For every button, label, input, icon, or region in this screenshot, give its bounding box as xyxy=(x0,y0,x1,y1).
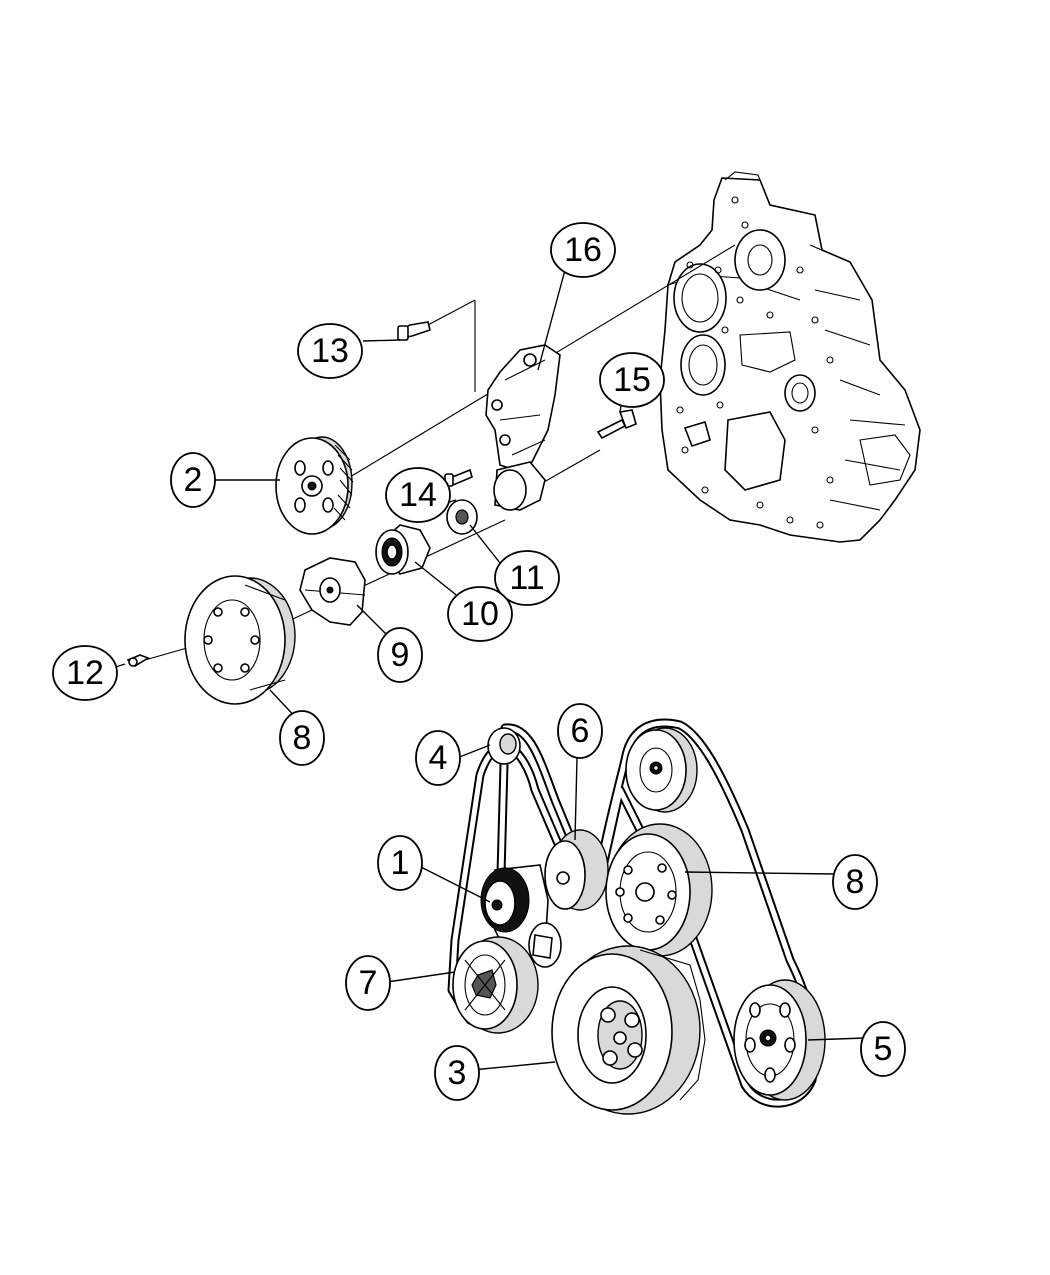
washer-11 xyxy=(446,499,478,535)
callout-1: 1 xyxy=(377,835,423,891)
callout-8-lower: 8 xyxy=(832,854,878,910)
bolt-13 xyxy=(397,321,431,341)
callout-11: 11 xyxy=(494,550,560,606)
callout-14: 14 xyxy=(385,467,451,523)
idler-spacer xyxy=(493,461,546,511)
callout-2-label: 2 xyxy=(184,461,203,499)
pulley-5 xyxy=(733,979,826,1101)
callout-5-label: 5 xyxy=(874,1030,893,1068)
callout-3-label: 3 xyxy=(448,1054,467,1092)
callout-8-upper-label: 8 xyxy=(293,719,312,757)
callout-13: 13 xyxy=(297,323,363,379)
callout-15: 15 xyxy=(599,352,665,408)
callout-16: 16 xyxy=(550,222,616,278)
tensioner-pulley-8 xyxy=(605,823,713,957)
callout-8-lower-label: 8 xyxy=(846,863,865,901)
callout-11-label: 11 xyxy=(509,559,544,597)
callout-5: 5 xyxy=(860,1021,906,1077)
callout-13-label: 13 xyxy=(311,332,349,370)
bolt-15 xyxy=(596,409,637,440)
callout-12: 12 xyxy=(52,645,118,701)
callout-7: 7 xyxy=(345,955,391,1011)
bearing-10 xyxy=(375,524,431,575)
callout-7-label: 7 xyxy=(359,964,378,1002)
exploded-parts-group xyxy=(126,244,736,705)
callout-3: 3 xyxy=(434,1045,480,1101)
callout-6: 6 xyxy=(557,703,603,759)
callout-14-label: 14 xyxy=(399,476,437,514)
callout-1-label: 1 xyxy=(391,844,410,882)
callout-8-upper: 8 xyxy=(279,710,325,766)
alternator-pulley-7 xyxy=(452,936,539,1034)
callout-10-label: 10 xyxy=(461,595,499,633)
callout-15-label: 15 xyxy=(613,361,651,399)
engine-front-cover xyxy=(659,171,921,543)
callout-6-label: 6 xyxy=(571,712,590,750)
callout-4-label: 4 xyxy=(429,739,448,777)
tensioner-bracket xyxy=(485,344,561,471)
crankshaft-damper-3 xyxy=(551,945,706,1115)
callout-4: 4 xyxy=(415,730,461,786)
idler-pulley-top-right xyxy=(625,727,698,813)
tensioner-pulley-8-upper xyxy=(184,575,296,705)
callout-10: 10 xyxy=(447,586,513,642)
bolt-12 xyxy=(126,654,150,667)
callout-2: 2 xyxy=(170,452,216,508)
callout-9: 9 xyxy=(377,627,423,683)
belt-routing-assembly xyxy=(447,718,826,1115)
belt-tensioner-1 xyxy=(480,864,562,968)
callout-12-label: 12 xyxy=(66,654,104,692)
smooth-idler-6 xyxy=(544,829,609,911)
idler-4 xyxy=(487,727,521,765)
dust-shield-9 xyxy=(299,557,366,626)
callout-16-label: 16 xyxy=(564,231,602,269)
idler-pulley-2 xyxy=(275,436,354,535)
bolt-14 xyxy=(444,468,473,487)
leader-lines xyxy=(99,269,866,1071)
callout-9-label: 9 xyxy=(391,636,410,674)
